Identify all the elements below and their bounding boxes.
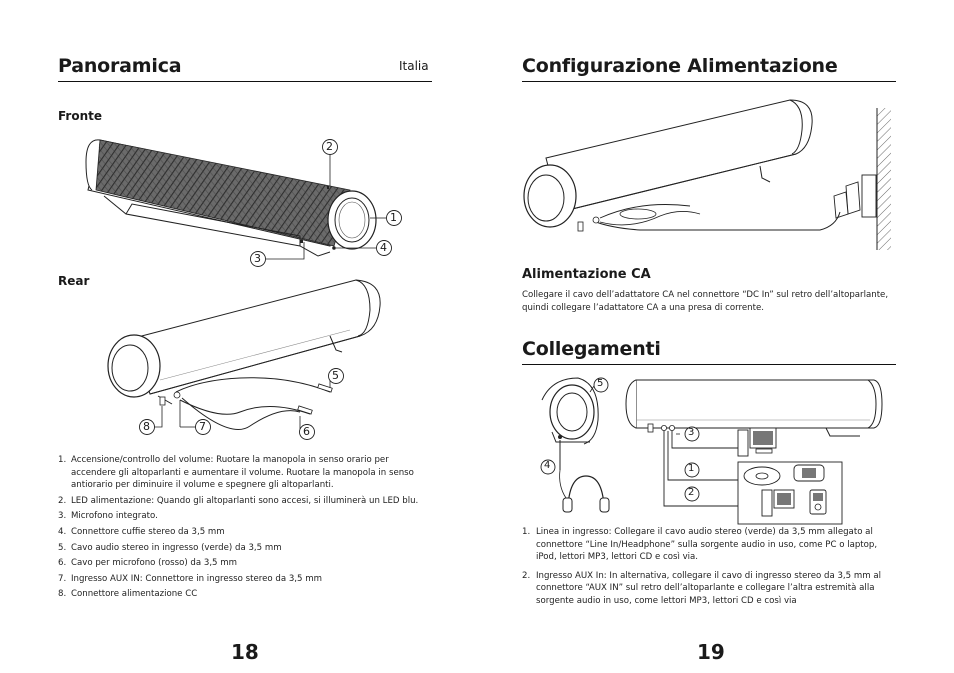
list-item: 1.Linea in ingresso: Collegare il cavo a… <box>522 527 878 563</box>
conn-callout-5: 5 <box>597 378 604 389</box>
list-item: 7.Ingresso AUX IN: Connettore in ingress… <box>58 573 322 584</box>
page-number-right: 19 <box>697 640 725 664</box>
list-item: 1.Accensione/controllo del volume: Ruota… <box>58 455 414 491</box>
section-title-connections: Collegamenti <box>522 338 661 360</box>
list-item: 2.Ingresso AUX In: In alternativa, colle… <box>522 570 881 606</box>
list-item: 6.Cavo per microfono (rosso) da 3,5 mm <box>58 558 238 569</box>
list-item: 8.Connettore alimentazione CC <box>58 589 198 600</box>
front-callout-1: 1 <box>390 211 397 224</box>
rear-callout-6: 6 <box>303 425 310 438</box>
page-number-left: 18 <box>231 640 259 664</box>
conn-callout-4: 4 <box>544 460 551 471</box>
conn-callout-3: 3 <box>688 427 695 438</box>
country-label: Italia <box>399 59 429 73</box>
list-item: 5.Cavo audio stereo in ingresso (verde) … <box>58 542 282 553</box>
rear-callout-8: 8 <box>143 420 150 433</box>
rear-callout-5: 5 <box>332 369 339 382</box>
rear-label: Rear <box>58 274 90 288</box>
front-callout-2: 2 <box>326 140 333 153</box>
list-item: 2.LED alimentazione: Quando gli altoparl… <box>58 495 419 506</box>
title-rule <box>522 81 896 82</box>
overview-list: 1.Accensione/controllo del volume: Ruota… <box>58 454 430 601</box>
ac-power-heading: Alimentazione CA <box>522 267 651 282</box>
front-callout-4: 4 <box>380 241 387 254</box>
title-rule <box>58 81 432 82</box>
connections-list: 1.Linea in ingresso: Collegare il cavo a… <box>522 526 894 608</box>
rear-callout-7: 7 <box>199 420 206 433</box>
list-item: 4.Connettore cuffie stereo da 3,5 mm <box>58 526 225 537</box>
section-title-power: Configurazione Alimentazione <box>522 55 838 77</box>
conn-callout-2: 2 <box>688 487 695 498</box>
ac-power-text: Collegare il cavo dell’adattatore CA nel… <box>522 290 889 313</box>
front-label: Fronte <box>58 109 103 123</box>
conn-callout-1: 1 <box>688 463 695 474</box>
page-title: Panoramica <box>58 55 182 77</box>
title-rule <box>522 364 896 365</box>
list-item: 3.Microfono integrato. <box>58 511 158 522</box>
front-callout-3: 3 <box>254 252 261 265</box>
